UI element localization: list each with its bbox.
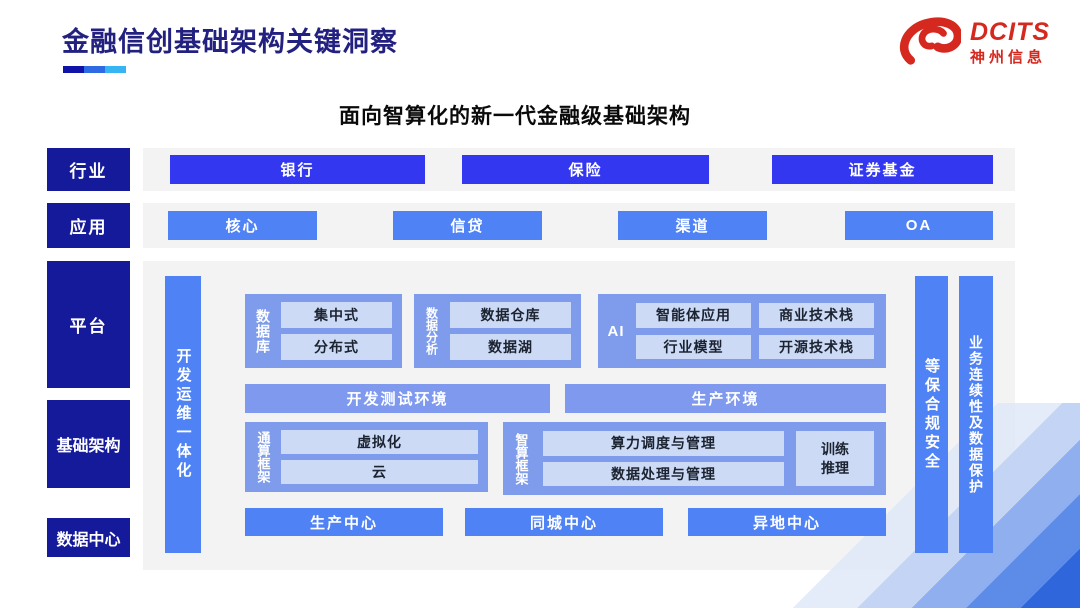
general-compute-items: 虚拟化 云 (281, 422, 488, 492)
ai-item-industry-models: 行业模型 (636, 334, 751, 359)
training-line: 训练 (821, 440, 849, 457)
business-continuity-bar: 业务连续性及数据保护 (959, 276, 993, 553)
dev-test-environment-bar: 开发测试环境 (245, 384, 550, 413)
center-box-production: 生产中心 (245, 508, 443, 536)
logo-swirl-icon (899, 17, 961, 65)
underline-segment-dark (63, 66, 84, 73)
title-underline (63, 66, 126, 73)
ai-item-open-source-stack: 开源技术栈 (759, 334, 874, 359)
inference-line: 推理 (821, 459, 849, 476)
intelligent-compute-group: 智算框架 算力调度与管理 数据处理与管理 训练 推理 (503, 422, 886, 495)
center-box-remote: 异地中心 (688, 508, 886, 536)
general-compute-group-label-text: 通算框架 (255, 431, 271, 483)
general-compute-item-cloud: 云 (281, 460, 478, 484)
industry-box-bank: 银行 (170, 155, 425, 184)
devops-bar-label: 开发运维一体化 (174, 348, 192, 481)
database-item-distributed: 分布式 (281, 334, 392, 360)
analytics-group-label: 数据分析 (414, 294, 450, 368)
database-group-label: 数据库 (245, 294, 281, 368)
application-box-channel: 渠道 (618, 211, 767, 240)
underline-segment-blue (84, 66, 105, 73)
intelligent-compute-item-data-management: 数据处理与管理 (543, 461, 784, 486)
database-item-centralized: 集中式 (281, 302, 392, 328)
page-title: 金融信创基础架构关键洞察 (62, 27, 398, 57)
ai-item-commercial-stack: 商业技术栈 (759, 303, 874, 328)
business-continuity-label: 业务连续性及数据保护 (968, 334, 984, 495)
ai-item-agent-apps: 智能体应用 (636, 303, 751, 328)
ai-group-label: AI (598, 294, 634, 368)
center-box-same-city: 同城中心 (465, 508, 663, 536)
rail-label-datacenter: 数据中心 (47, 518, 130, 557)
ai-group-label-text: AI (607, 322, 625, 340)
rail-label-industry: 行业 (47, 148, 130, 191)
application-box-credit: 信贷 (393, 211, 542, 240)
database-group: 数据库 集中式 分布式 (245, 294, 402, 368)
intelligent-compute-group-label: 智算框架 (503, 422, 539, 495)
diagram-title: 面向智算化的新一代金融级基础架构 (339, 105, 691, 128)
database-group-items: 集中式 分布式 (281, 294, 402, 368)
company-logo: DCITS 神州信息 (899, 16, 1050, 70)
logo-text: DCITS 神州信息 (970, 19, 1050, 66)
production-environment-bar: 生产环境 (565, 384, 886, 413)
analytics-item-warehouse: 数据仓库 (450, 302, 571, 328)
analytics-group: 数据分析 数据仓库 数据湖 (414, 294, 581, 368)
logo-company-name: 神州信息 (970, 48, 1047, 66)
ai-group: AI 智能体应用 商业技术栈 行业模型 开源技术栈 (598, 294, 886, 368)
analytics-item-lake: 数据湖 (450, 334, 571, 360)
ai-group-items: 智能体应用 商业技术栈 行业模型 开源技术栈 (634, 294, 886, 368)
training-inference-box: 训练 推理 (796, 431, 874, 486)
industry-box-insurance: 保险 (462, 155, 709, 184)
application-box-oa: OA (845, 211, 993, 240)
application-box-core: 核心 (168, 211, 317, 240)
general-compute-group: 通算框架 虚拟化 云 (245, 422, 488, 492)
devops-vertical-bar: 开发运维一体化 (165, 276, 201, 553)
rail-label-application: 应用 (47, 203, 130, 248)
intelligent-compute-item-scheduling: 算力调度与管理 (543, 431, 784, 456)
general-compute-group-label: 通算框架 (245, 422, 281, 492)
general-compute-item-virtualization: 虚拟化 (281, 430, 478, 454)
intelligent-compute-group-label-text: 智算框架 (513, 432, 529, 485)
rail-label-platform: 平台 (47, 261, 130, 388)
analytics-group-items: 数据仓库 数据湖 (450, 294, 581, 368)
industry-box-securities-funds: 证券基金 (772, 155, 993, 184)
security-compliance-bar: 等保合规安全 (915, 276, 948, 553)
analytics-group-label-text: 数据分析 (424, 307, 439, 355)
logo-brand: DCITS (970, 18, 1050, 47)
database-group-label-text: 数据库 (255, 308, 271, 354)
security-compliance-label: 等保合规安全 (923, 357, 940, 472)
rail-label-infrastructure: 基础架构 (47, 400, 130, 488)
intelligent-compute-items: 算力调度与管理 数据处理与管理 训练 推理 (539, 422, 886, 495)
intelligent-compute-column: 算力调度与管理 数据处理与管理 (543, 431, 784, 486)
underline-segment-cyan (105, 66, 126, 73)
